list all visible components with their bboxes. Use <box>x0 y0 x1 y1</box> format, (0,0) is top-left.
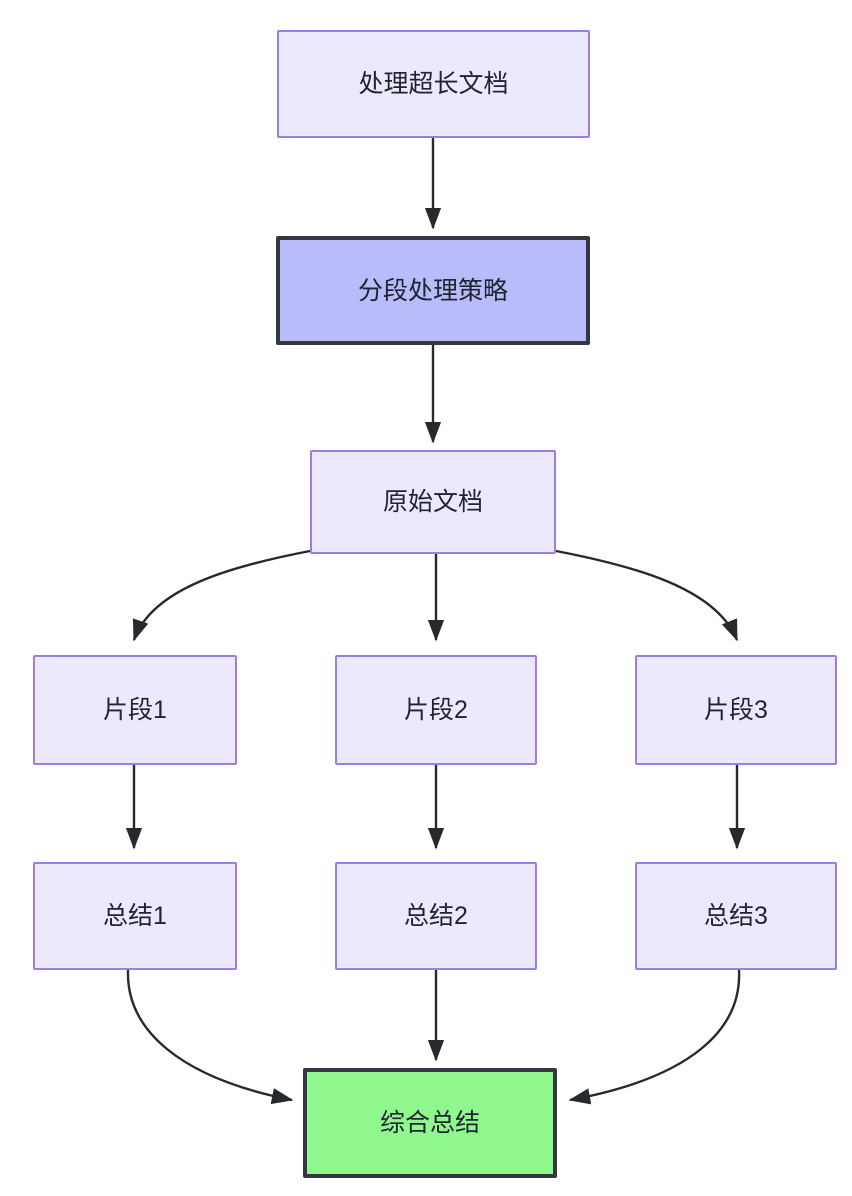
node-label: 片段2 <box>404 696 468 724</box>
node-label: 原始文档 <box>382 488 483 516</box>
node-summary-1[interactable]: 总结1 <box>33 862 237 970</box>
edge-n9-n10 <box>568 969 741 1105</box>
node-chunking-strategy[interactable]: 分段处理策略 <box>276 236 590 345</box>
node-label: 片段3 <box>704 696 768 724</box>
node-label: 总结1 <box>103 902 167 930</box>
node-summary-2[interactable]: 总结2 <box>335 862 537 970</box>
node-label: 总结2 <box>404 902 468 930</box>
node-process-long-document[interactable]: 处理超长文档 <box>277 30 590 138</box>
node-summary-3[interactable]: 总结3 <box>635 862 837 970</box>
node-fragment-3[interactable]: 片段3 <box>635 655 837 765</box>
node-fragment-1[interactable]: 片段1 <box>33 655 237 765</box>
node-label: 总结3 <box>704 902 768 930</box>
node-label: 片段1 <box>103 696 167 724</box>
edge-n3-n6 <box>555 549 739 642</box>
node-label: 处理超长文档 <box>358 70 509 98</box>
node-fragment-2[interactable]: 片段2 <box>335 655 537 765</box>
node-final-summary[interactable]: 综合总结 <box>303 1068 557 1178</box>
node-label: 分段处理策略 <box>357 276 508 305</box>
node-label: 综合总结 <box>379 1109 480 1137</box>
edge-n3-n4 <box>132 549 311 642</box>
edge-n7-n10 <box>126 969 294 1105</box>
node-source-document[interactable]: 原始文档 <box>310 450 556 554</box>
